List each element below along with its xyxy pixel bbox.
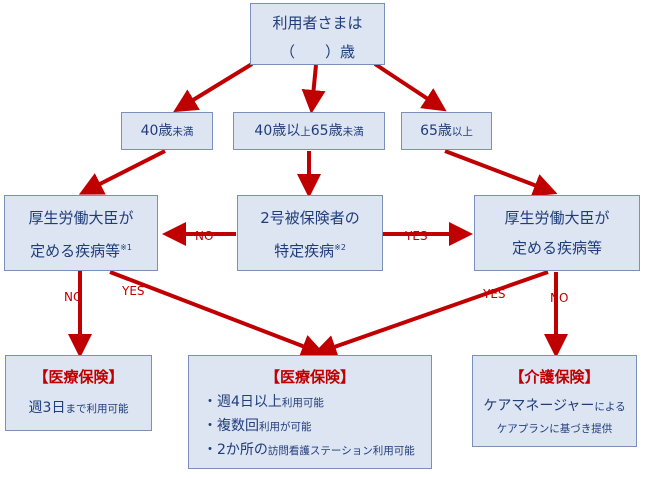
right-disease-box: 厚生労働大臣が 定める疾病等 [474, 195, 640, 271]
center-line2: 特定疾病※2 [238, 233, 382, 266]
result-right-line2: ケアプランに基づき提供 [496, 423, 613, 435]
result-left-desc: 週3日まで利用可能 [6, 397, 151, 417]
age-over65-suffix: 以上 [451, 126, 473, 138]
arrow-under40-to-left [78, 149, 166, 195]
result-left-main: 週3日 [28, 400, 66, 416]
age-question-box: 利用者さまは （ ）歳 [250, 3, 385, 65]
result-right-line1-small: による [594, 401, 626, 413]
age-question-line2: （ ）歳 [279, 43, 355, 61]
result-center-item-3-main: ・2か所の [203, 442, 268, 458]
label-yes-down-right: YES [483, 287, 506, 301]
label-no-left: NO [195, 229, 214, 243]
left-disease-line1: 厚生労働大臣が [28, 209, 134, 227]
result-center-item-1-small: 利用可能 [281, 397, 324, 409]
result-center-item-3: ・2か所の訪問看護ステーション利用可能 [203, 439, 431, 463]
arrow-root-to-40to64 [301, 64, 326, 114]
result-center-list: ・週4日以上利用可能 ・複数回利用が可能 ・2か所の訪問看護ステーション利用可能 [189, 391, 431, 463]
age-over65-label: 65歳以上 [402, 113, 491, 150]
result-right-line1: ケアマネージャーによる [473, 395, 636, 415]
arrow-root-to-over65 [373, 62, 447, 112]
label-yes-down-left: YES [122, 284, 145, 298]
left-disease-text: 定める疾病等 [30, 242, 121, 260]
age-40to64-box: 40歳以上65歳未満 [233, 112, 385, 150]
result-left-title: 【医療保険】 [33, 368, 124, 386]
result-left-small: まで利用可能 [65, 403, 129, 415]
label-yes-right: YES [405, 229, 428, 243]
result-center-item-2: ・複数回利用が可能 [203, 415, 431, 439]
center-specific-disease-box: 2号被保険者の 特定疾病※2 [237, 195, 383, 271]
age-under40-box: 40歳未満 [121, 112, 213, 150]
result-center-item-3-small: 訪問看護ステーション利用可能 [267, 445, 415, 457]
age-range-prefix: 40歳以 [254, 123, 301, 139]
age-under40-num: 40歳 [140, 123, 173, 139]
result-medical-insurance-center: 【医療保険】 ・週4日以上利用可能 ・複数回利用が可能 ・2か所の訪問看護ステー… [188, 355, 432, 469]
result-care-insurance-right: 【介護保険】 ケアマネージャーによる ケアプランに基づき提供 [472, 355, 637, 447]
age-under40-label: 40歳未満 [122, 113, 212, 150]
center-text: 特定疾病 [274, 242, 335, 260]
center-line1: 2号被保険者の [260, 209, 360, 227]
right-disease-line1: 厚生労働大臣が [504, 209, 610, 227]
result-center-item-1: ・週4日以上利用可能 [203, 391, 431, 415]
result-center-item-1-main: ・週4日以上 [203, 394, 282, 410]
result-center-title: 【医療保険】 [264, 368, 355, 386]
age-question-line1: 利用者さまは [272, 14, 363, 32]
left-disease-box: 厚生労働大臣が 定める疾病等※1 [4, 195, 158, 271]
result-right-line1-main: ケアマネージャー [483, 398, 595, 414]
arrow-left-yes-center [109, 270, 326, 358]
age-40to64-label: 40歳以上65歳未満 [234, 113, 384, 150]
arrow-right-yes-center [312, 270, 549, 359]
age-under40-suffix: 未満 [172, 126, 194, 138]
age-over65-num: 65歳 [420, 123, 452, 139]
age-range-mid: 上 [300, 126, 311, 138]
label-no-down-left: NO [64, 290, 83, 304]
left-disease-note: ※1 [120, 243, 132, 252]
age-range-suffix: 未満 [342, 126, 364, 138]
right-disease-line2: 定める疾病等 [511, 239, 602, 257]
result-center-item-2-small: 利用が可能 [259, 421, 312, 433]
result-right-title: 【介護保険】 [509, 368, 600, 386]
result-center-item-2-main: ・複数回 [203, 418, 259, 434]
age-range-num: 65歳 [310, 123, 343, 139]
arrow-root-to-under40 [173, 62, 254, 113]
left-disease-line2: 定める疾病等※1 [5, 233, 157, 266]
label-no-down-right: NO [550, 291, 569, 305]
result-medical-insurance-left: 【医療保険】 週3日まで利用可能 [5, 355, 152, 431]
arrow-over65-to-right [444, 149, 558, 197]
center-note: ※2 [334, 243, 346, 252]
age-over65-box: 65歳以上 [401, 112, 492, 150]
